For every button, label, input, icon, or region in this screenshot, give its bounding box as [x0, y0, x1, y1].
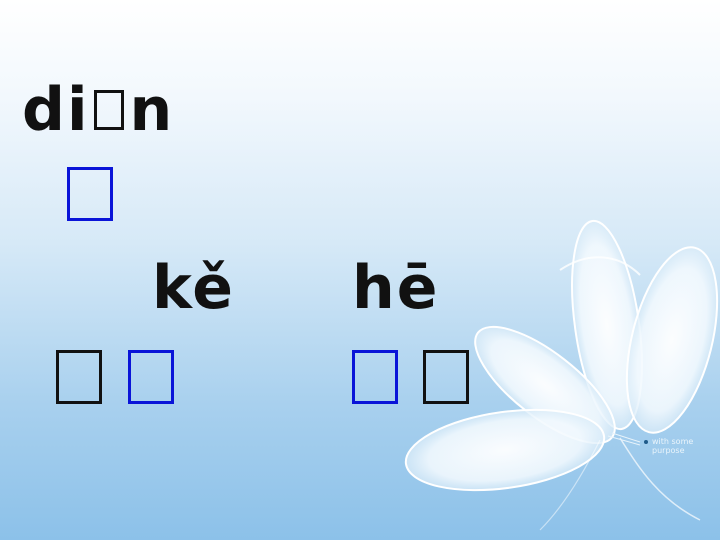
hanzi-box-dian	[67, 167, 113, 221]
watermark-text: with some purpose	[652, 437, 694, 455]
pinyin-he: hē	[352, 253, 440, 323]
pinyin-ke: kě	[152, 253, 235, 323]
missing-glyph-icon	[93, 90, 124, 130]
hanzi-box-he-1	[352, 350, 398, 404]
hanzi-box-ke-2	[128, 350, 174, 404]
pinyin-dian-suffix: n	[129, 75, 175, 145]
pinyin-dian-prefix: di	[22, 75, 90, 145]
hanzi-box-he-2	[423, 350, 469, 404]
hanzi-box-ke-1	[56, 350, 102, 404]
